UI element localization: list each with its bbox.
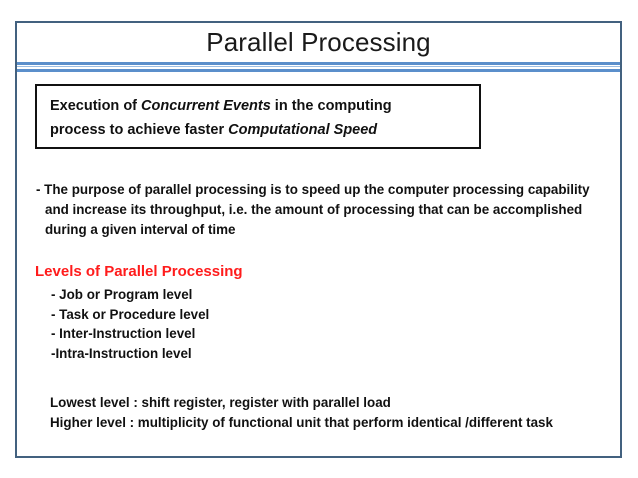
- levels-list: - Job or Program level - Task or Procedu…: [51, 285, 209, 363]
- note-line: Lowest level : shift register, register …: [50, 395, 391, 410]
- list-item: - Task or Procedure level: [51, 306, 210, 322]
- purpose-paragraph: - The purpose of parallel processing is …: [36, 180, 616, 240]
- list-item: -Intra-Instruction level: [51, 345, 192, 361]
- purpose-line: during a given interval of time: [45, 222, 236, 237]
- purpose-line: and increase its throughput, i.e. the am…: [45, 202, 583, 217]
- purpose-line: - The purpose of parallel processing is …: [36, 182, 590, 197]
- definition-line-1-prefix: Execution of: [50, 98, 142, 114]
- definition-line-2-prefix: process to achieve faster: [50, 122, 229, 138]
- definition-line-2: process to achieve faster Computational …: [50, 118, 479, 142]
- definition-line-2-emphasis: Computational Speed: [228, 122, 378, 138]
- title-divider: [17, 62, 620, 73]
- title-area: Parallel Processing: [17, 23, 620, 61]
- definition-line-1: Execution of Concurrent Events in the co…: [50, 94, 479, 118]
- level-notes: Lowest level : shift register, register …: [50, 393, 553, 433]
- definition-line-1-suffix: in the computing: [270, 98, 392, 114]
- list-item: - Inter-Instruction level: [51, 326, 196, 341]
- page-title: Parallel Processing: [206, 27, 431, 57]
- definition-line-1-emphasis: Concurrent Events: [141, 98, 271, 114]
- definition-box: Execution of Concurrent Events in the co…: [35, 84, 481, 149]
- divider-rule-middle: [17, 66, 620, 67]
- list-item: - Job or Program level: [51, 287, 193, 302]
- divider-rule-top: [17, 62, 620, 65]
- levels-heading: Levels of Parallel Processing: [35, 263, 243, 280]
- divider-rule-bottom: [17, 69, 620, 72]
- note-line: Higher level : multiplicity of functiona…: [50, 415, 553, 430]
